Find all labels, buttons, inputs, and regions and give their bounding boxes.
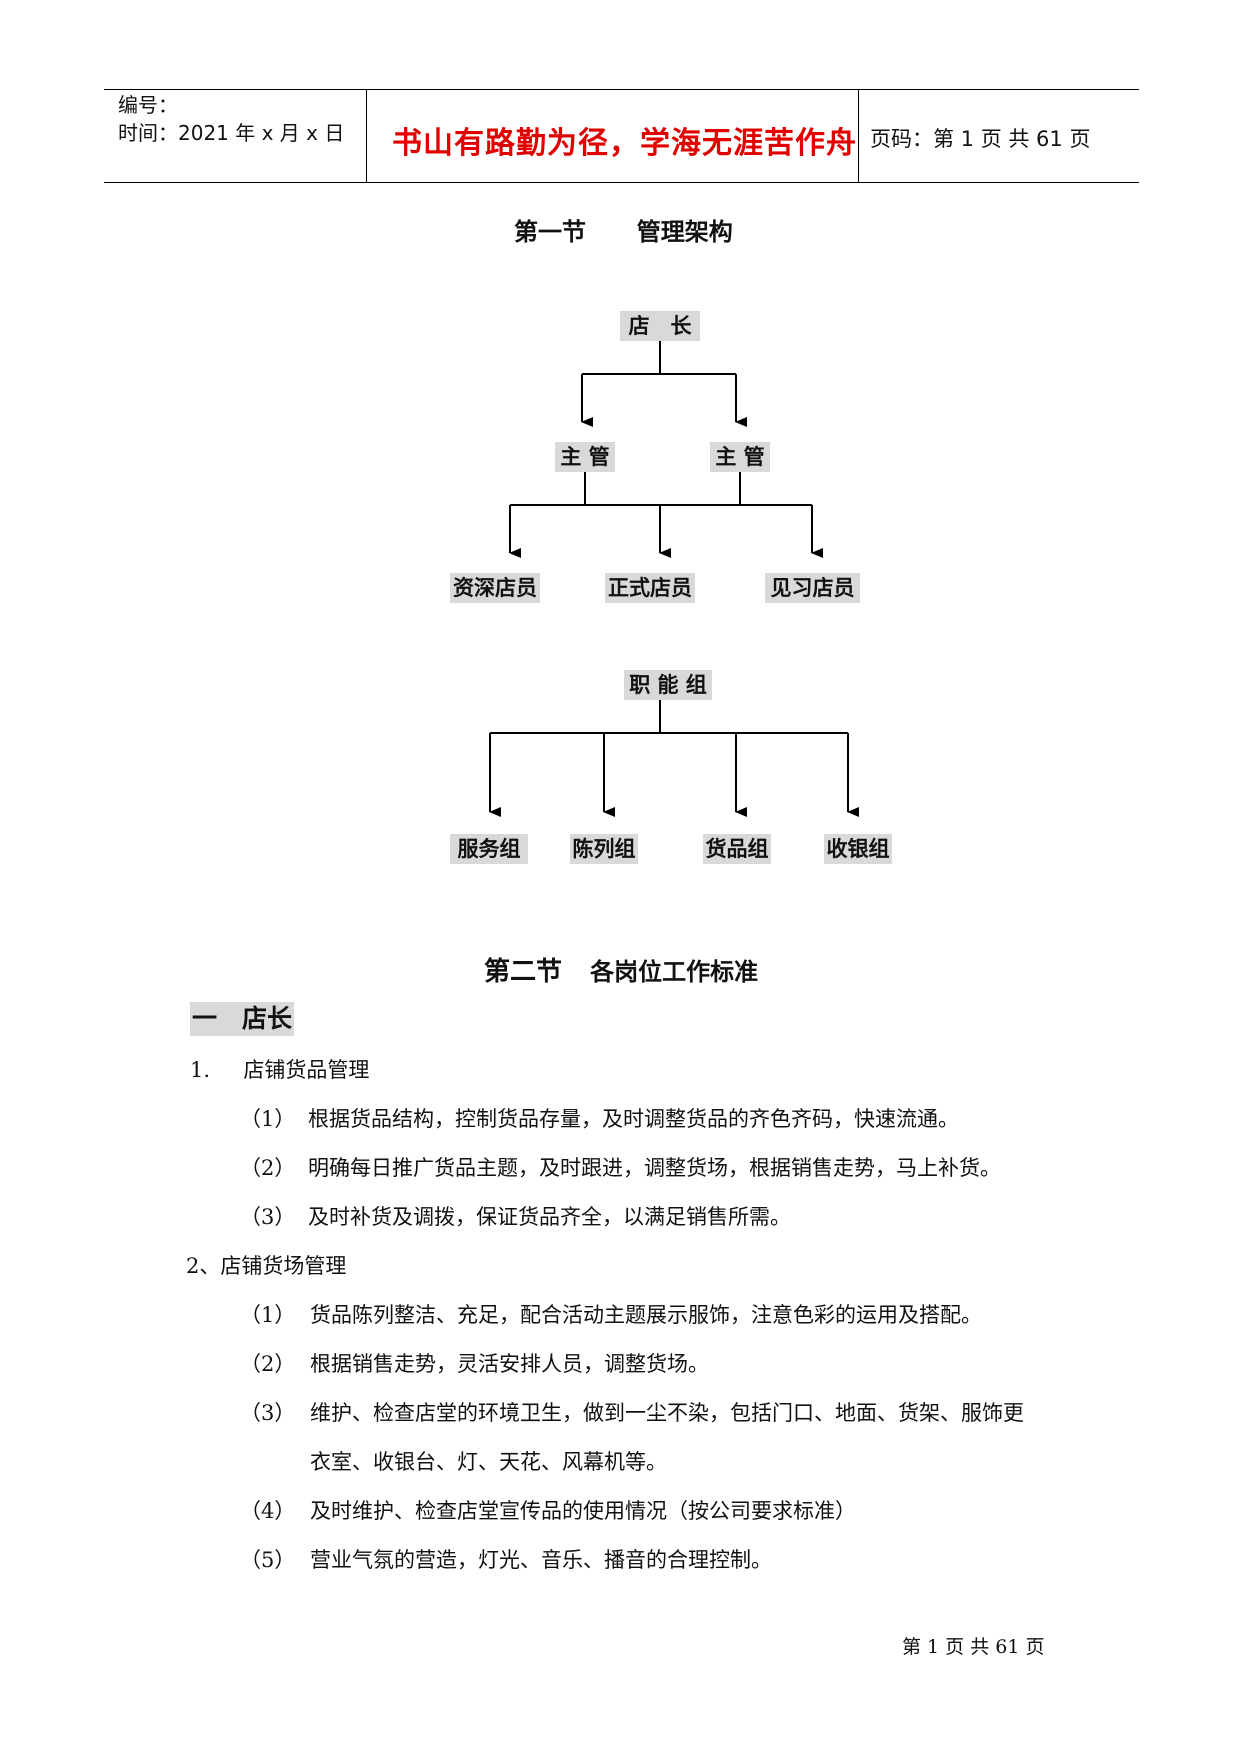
org-node-functional-groups: 职 能 组 [624,670,712,700]
list-item-number: （2） [240,1156,296,1180]
list-item-text: 根据货品结构，控制货品存量，及时调整货品的齐色齐码，快速流通。 [308,1107,959,1131]
item-2-label: 2、 [186,1254,221,1278]
org2-connectors [489,700,859,817]
header-motto: 书山有路勤为径，学海无涯苦作舟 [392,126,857,161]
list-item: （3） 及时补货及调拨，保证货品齐全，以满足销售所需。 [240,1201,791,1231]
list-item-text: 货品陈列整洁、充足，配合活动主题展示服饰，注意色彩的运用及搭配。 [310,1303,982,1327]
org-node-service-group: 服务组 [450,834,528,864]
section2-subtitle: 各岗位工作标准 [590,958,759,986]
list-item-continuation: 衣室、收银台、灯、天花、风幕机等。 [310,1450,667,1474]
org-node-display-group: 陈列组 [570,834,638,864]
section2-title: 第二节 各岗位工作标准 [484,951,758,988]
document-time-label: 时间：2021 年 x 月 x 日 [118,121,345,145]
header-divider-right [858,89,859,183]
section2-number: 第二节 [484,957,563,987]
item-1-title: 店铺货品管理 [243,1058,370,1082]
org-node-trainee-staff: 见习店员 [765,573,860,603]
org-node-goods-group: 货品组 [703,834,771,864]
org-node-cashier-group: 收银组 [824,834,892,864]
list-item-text: 营业气氛的营造，灯光、音乐、播音的合理控制。 [310,1548,772,1572]
section1-subtitle: 管理架构 [636,218,733,246]
list-item-number: （3） [240,1205,296,1229]
org-node-supervisor-1: 主 管 [555,442,615,472]
list-item-number: （5） [240,1548,296,1572]
list-item: （4） 及时维护、检查店堂宣传品的使用情况（按公司要求标准） [240,1495,856,1525]
list-item-number: （4） [240,1499,296,1523]
org1-connectors [509,340,823,558]
list-item: （3） 维护、检查店堂的环境卫生，做到一尘不染，包括门口、地面、货架、服饰更 [240,1397,1024,1427]
list-item-text: 及时补货及调拨，保证货品齐全，以满足销售所需。 [308,1205,791,1229]
item-1: 1. 店铺货品管理 [190,1054,369,1084]
section1-title: 第一节 管理架构 [514,212,733,247]
item-2: 2、店铺货场管理 [186,1250,346,1280]
store-manager-heading: 一 店长 [190,1002,295,1036]
list-item-number: （1） [240,1303,296,1327]
org-node-regular-staff: 正式店员 [605,573,695,603]
section1-number: 第一节 [514,218,586,246]
item-1-label: 1. [190,1058,211,1082]
header-page-info: 页码：第 1 页 共 61 页 [870,127,1091,151]
list-item-text: 根据销售走势，灵活安排人员，调整货场。 [310,1352,709,1376]
org-node-store-manager: 店 长 [620,311,700,341]
header-top-border [104,89,1139,90]
list-item: （5） 营业气氛的营造，灯光、音乐、播音的合理控制。 [240,1544,772,1574]
document-number-label: 编号： [118,93,178,117]
list-item-text: 明确每日推广货品主题，及时跟进，调整货场，根据销售走势，马上补货。 [308,1156,1001,1180]
org-node-supervisor-2: 主 管 [710,442,770,472]
list-item: （1） 根据货品结构，控制货品存量，及时调整货品的齐色齐码，快速流通。 [240,1103,959,1133]
list-item-number: （3） [240,1401,296,1425]
org-node-senior-staff: 资深店员 [450,573,540,603]
list-item: （1） 货品陈列整洁、充足，配合活动主题展示服饰，注意色彩的运用及搭配。 [240,1299,982,1329]
header-divider-left [366,89,367,183]
footer-page-number: 第 1 页 共 61 页 [902,1636,1045,1658]
item-2-title: 店铺货场管理 [220,1254,347,1278]
list-item: （2） 明确每日推广货品主题，及时跟进，调整货场，根据销售走势，马上补货。 [240,1152,1001,1182]
list-item: （2） 根据销售走势，灵活安排人员，调整货场。 [240,1348,709,1378]
list-item-text: 及时维护、检查店堂宣传品的使用情况（按公司要求标准） [310,1499,856,1523]
list-item-text: 维护、检查店堂的环境卫生，做到一尘不染，包括门口、地面、货架、服饰更 [310,1401,1024,1425]
list-item-number: （1） [240,1107,296,1131]
header-bottom-border [104,182,1139,183]
list-item-number: （2） [240,1352,296,1376]
